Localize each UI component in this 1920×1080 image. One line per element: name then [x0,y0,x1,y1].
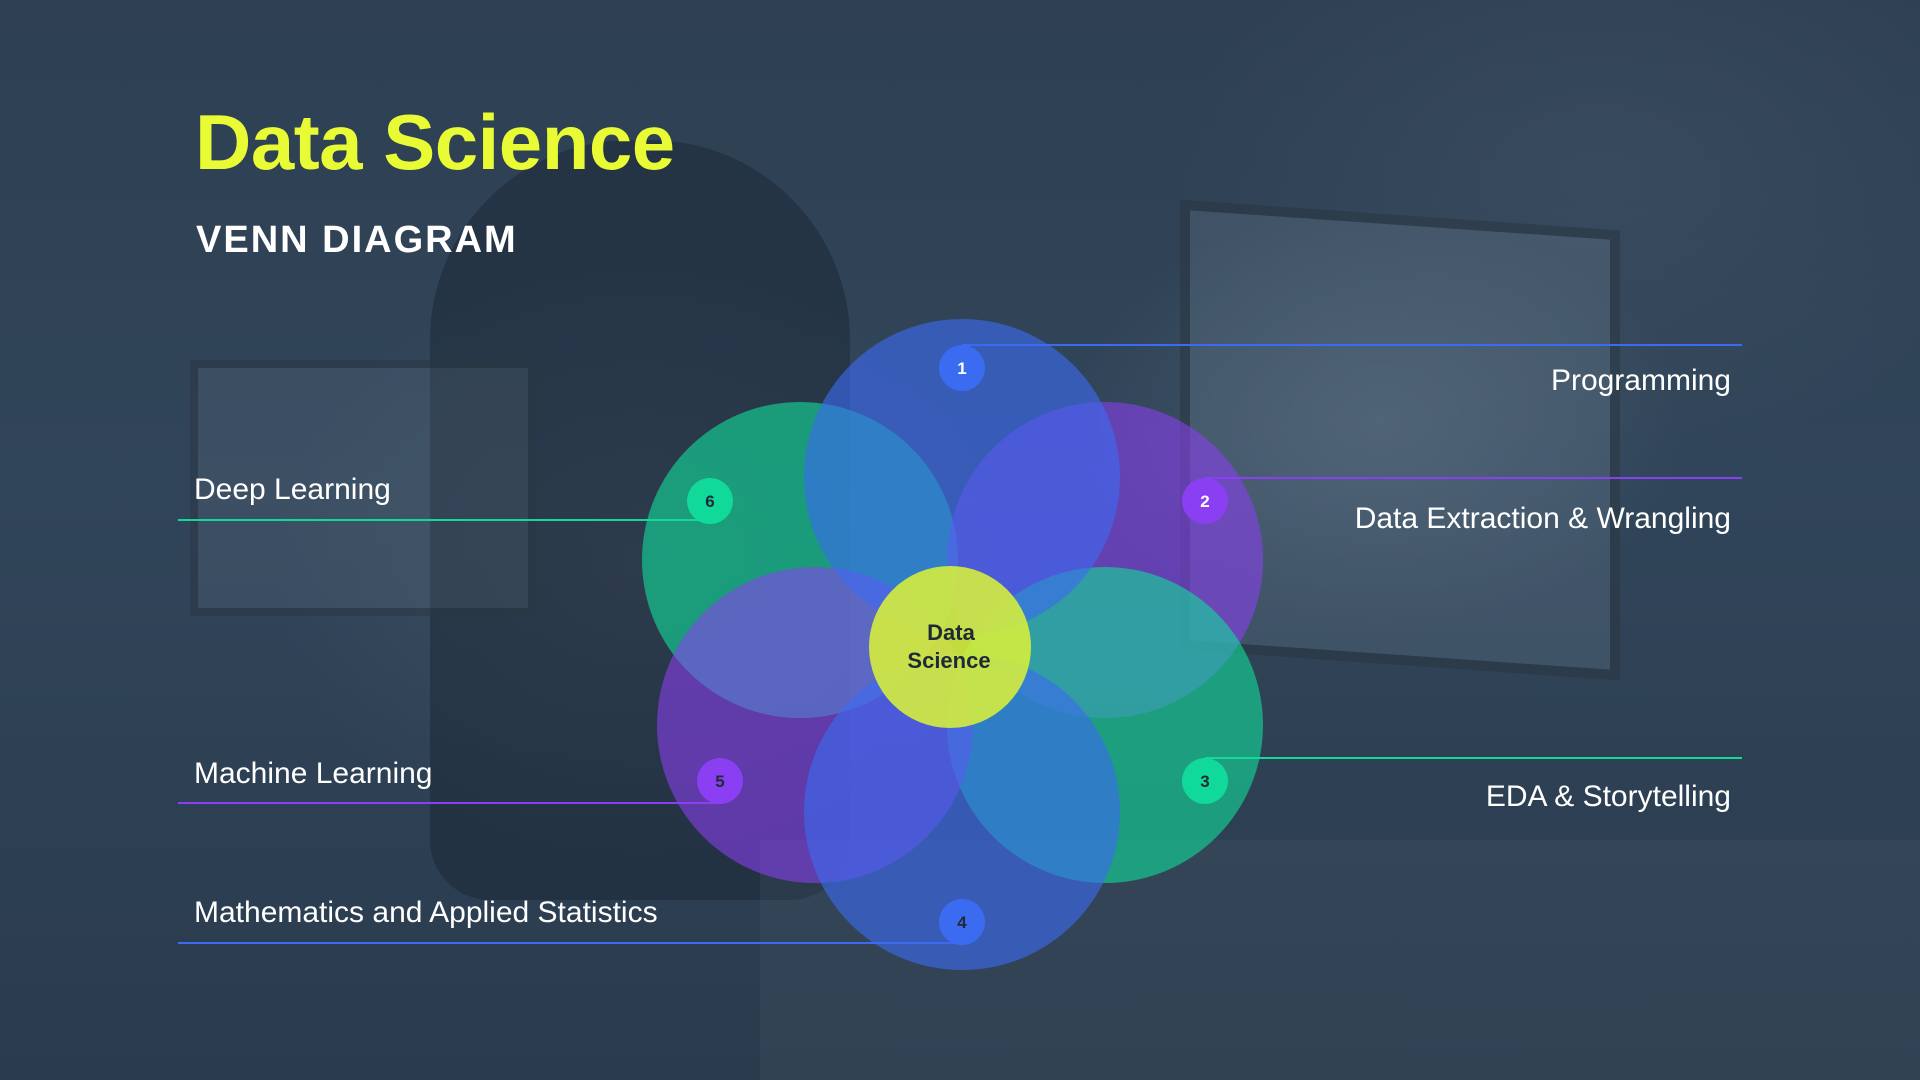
badge-5: 5 [697,758,743,804]
label-data-extraction-wrangling: Data Extraction & Wrangling [1354,502,1731,535]
badge-6: 6 [687,478,733,524]
venn-circle-4 [804,654,1120,970]
venn-circle-1 [804,319,1120,635]
badge-number-3: 3 [1200,772,1209,791]
center-circle [869,566,1031,728]
badge-number-5: 5 [715,772,724,791]
badge-3: 3 [1182,758,1228,804]
badge-2: 2 [1182,478,1228,524]
badge-number-2: 2 [1200,492,1209,511]
label-eda-storytelling: EDA & Storytelling [1485,780,1731,813]
page-title: Data Science [195,98,675,186]
left-screen-silhouette [190,360,536,616]
label-deep-learning: Deep Learning [194,473,391,506]
badge-number-1: 1 [957,359,966,378]
label-mathematics-applied-statistics: Mathematics and Applied Statistics [194,896,658,929]
badge-4: 4 [939,899,985,945]
badge-1: 1 [939,345,985,391]
label-programming: Programming [1550,364,1731,397]
badge-number-6: 6 [705,492,714,511]
center-label-line-2: Science [907,648,990,673]
badge-number-4: 4 [957,913,967,932]
page-subtitle: VENN DIAGRAM [196,219,518,261]
label-machine-learning: Machine Learning [194,757,433,790]
center-label-line-1: Data [927,620,975,645]
